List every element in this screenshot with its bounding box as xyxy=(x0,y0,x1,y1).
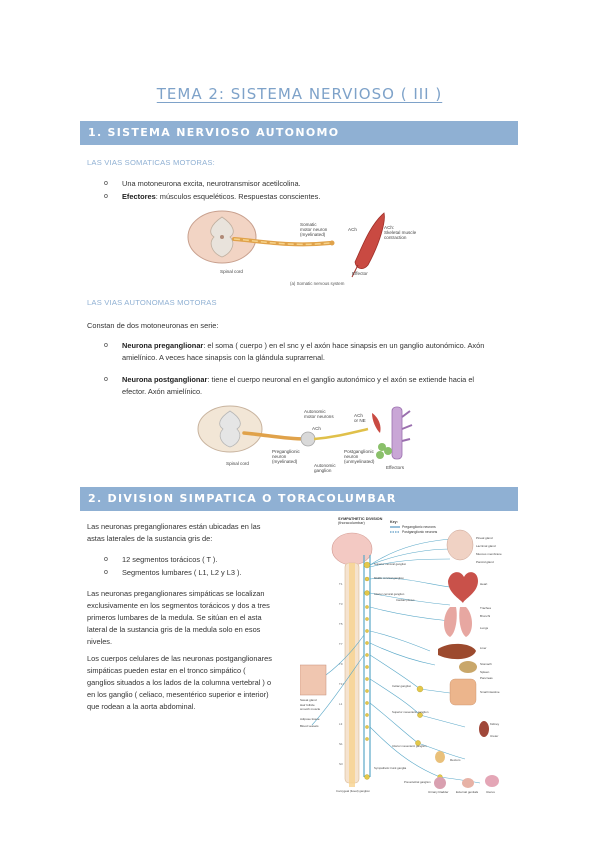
sympathetic-paragraph-1: Las neuronas preganglionares están ubica… xyxy=(87,522,261,543)
left-label-hair: Hair follicle xyxy=(300,703,315,707)
svg-text:T7: T7 xyxy=(339,642,343,646)
organ-label-lacrimal: Lacrimal gland xyxy=(476,544,496,548)
organ-label-parotid: Parotid gland xyxy=(476,560,494,564)
svg-text:T5: T5 xyxy=(339,622,343,626)
postganglionic-label-1: Postganglionic xyxy=(344,449,375,454)
key-post: Postganglionic neurons xyxy=(402,530,438,534)
left-label-sweat: Sweat gland xyxy=(300,698,317,702)
postganglionic-label-2: neuron xyxy=(344,454,359,459)
preganglionic-label-2: neuron xyxy=(272,454,287,459)
organ-label-bronchi: Bronchi xyxy=(480,614,491,618)
organ-label-small-intestine: Small intestine xyxy=(480,690,500,694)
somatic-subheading: LAS VIAS SOMATICAS MOTORAS: xyxy=(87,158,215,167)
muscle-label-2: Skeletal muscle xyxy=(384,230,417,235)
ach-ne-label-1: ACh xyxy=(354,413,363,418)
ganglion-label-inf-mesenteric: Inferior mesenteric ganglion xyxy=(392,744,427,748)
autonomic-pathway-figure: Autonomic motor neurons ACh ACh or NE Sp… xyxy=(197,405,413,473)
organ-label-uterus: Uterus xyxy=(486,790,495,794)
organ-label-kidney: Kidney xyxy=(490,722,500,726)
autonomic-intro: Constan de dos motoneuronas en serie: xyxy=(87,321,219,330)
preganglionic-label-3: (myelinated) xyxy=(272,459,298,464)
sympathetic-division-diagram: SYMPATHETIC DIVISION (thoracolumbar) Key… xyxy=(300,517,502,794)
ganglion-label-inferior-cervical: Inferior cervical ganglion xyxy=(374,592,405,596)
preganglionic-label-1: Preganglionic xyxy=(272,449,301,454)
autonomic-ganglion-label-2: ganglion xyxy=(314,468,332,473)
organ-label-rectum: Rectum xyxy=(450,758,461,762)
ganglion-label-superior-cervical: Superior cervical ganglion xyxy=(374,562,407,566)
organ-label-genitals: External genitals xyxy=(456,790,479,794)
autonomic-subheading: LAS VIAS AUTONOMAS MOTORAS xyxy=(87,298,217,307)
organ-label-mucous: Mucous membrane xyxy=(476,552,502,556)
spinal-cord-label-b: Spinal cord xyxy=(226,461,249,466)
left-label-vessels: Blood vessels xyxy=(300,724,319,728)
ganglion-label-cardiac: Cardiac plexus xyxy=(396,598,415,602)
left-label-adipose: Adipose tissue xyxy=(300,717,320,721)
svg-text:S1: S1 xyxy=(339,742,343,746)
spinal-cord-label: Spinal cord xyxy=(220,269,243,274)
svg-text:T3: T3 xyxy=(339,602,343,606)
postganglionic-label-3: (unmyelinated) xyxy=(344,459,375,464)
autonomic-motor-label-1: Autonomic xyxy=(304,409,326,414)
svg-text:T1: T1 xyxy=(339,582,343,586)
somatic-neuron-label-3: (myelinated) xyxy=(300,232,326,237)
section-2-heading: 2. DIVISION SIMPATICA O TORACOLUMBAR xyxy=(88,492,397,505)
autonomic-ganglion-label-1: Autonomic xyxy=(314,463,336,468)
section-2-heading-band: 2. DIVISION SIMPATICA O TORACOLUMBAR xyxy=(80,487,518,511)
section-1-heading-band: 1. SISTEMA NERVIOSO AUTONOMO xyxy=(80,121,518,145)
organ-label-heart: Heart xyxy=(480,582,488,586)
autonomic-motor-label-2: motor neurons xyxy=(304,414,334,419)
muscle-label-3: contraction xyxy=(384,235,407,240)
preganglionic-bullet: o Neurona preganglionar: el soma ( cuerp… xyxy=(104,341,485,362)
ganglion-label-celiac: Celiac ganglion xyxy=(392,684,412,688)
figure-a-caption: (a) Somatic nervous system xyxy=(290,281,345,286)
diagram-header-1: SYMPATHETIC DIVISION xyxy=(338,517,383,521)
ach-label: ACh xyxy=(348,227,357,232)
key-pre: Preganglionic neurons xyxy=(402,525,436,529)
organ-label-bladder: Urinary bladder xyxy=(428,790,449,794)
organ-label-stomach: Stomach xyxy=(480,662,492,666)
diagram-key: Key: xyxy=(390,520,398,524)
svg-text:L1: L1 xyxy=(339,702,343,706)
ganglion-label-prevertebral: Prevertebral ganglion xyxy=(404,780,431,784)
somatic-neuron-label: Somatic xyxy=(300,222,317,227)
postganglionic-bullet: o Neurona postganglionar: tiene el cuerp… xyxy=(104,375,475,396)
organ-label-trachea: Trachea xyxy=(480,606,491,610)
svg-text:T11: T11 xyxy=(339,682,344,686)
sympathetic-paragraph-3: Los cuerpos celulares de las neuronas po… xyxy=(87,654,272,711)
organ-label-ureter: Ureter xyxy=(490,734,498,738)
diagram-header-2: (thoracolumbar) xyxy=(338,521,366,525)
ganglion-label-sup-mesenteric: Superior mesenteric ganglion xyxy=(392,710,429,714)
ach-label-b: ACh xyxy=(312,426,321,431)
effectors-label: Effectors xyxy=(386,465,405,470)
left-label-smooth: smooth muscle xyxy=(300,707,321,711)
ganglion-label-coccygeal: Coccygeal (fused) ganglion xyxy=(336,789,370,793)
muscle-label-1: ACh: xyxy=(384,225,394,230)
ganglion-label-middle-cervical: Middle cervical ganglion xyxy=(374,576,404,580)
somatic-neuron-label-2: motor neuron xyxy=(300,227,328,232)
sympathetic-paragraph-2: Las neuronas preganglionares simpáticas … xyxy=(87,589,270,646)
organ-label-lungs: Lungs xyxy=(480,626,489,630)
ganglion-label-trunk: Sympathetic trunk ganglia xyxy=(374,766,407,770)
svg-text:T9: T9 xyxy=(339,662,343,666)
organ-label-pineal: Pineal gland xyxy=(476,536,493,540)
organ-label-liver: Liver xyxy=(480,646,487,650)
organ-label-pancreas: Pancreas xyxy=(480,676,493,680)
ach-ne-label-2: or NE xyxy=(354,418,366,423)
somatic-pathway-figure: Somatic motor neuron (myelinated) ACh AC… xyxy=(187,210,417,286)
svg-text:L3: L3 xyxy=(339,722,343,726)
organ-label-spleen: Spleen xyxy=(480,670,490,674)
section-1-heading: 1. SISTEMA NERVIOSO AUTONOMO xyxy=(88,126,340,139)
svg-text:S3: S3 xyxy=(339,762,343,766)
effector-label: Effector xyxy=(352,271,368,276)
page-title: TEMA 2: SISTEMA NERVIOSO ( III ) xyxy=(156,85,443,103)
